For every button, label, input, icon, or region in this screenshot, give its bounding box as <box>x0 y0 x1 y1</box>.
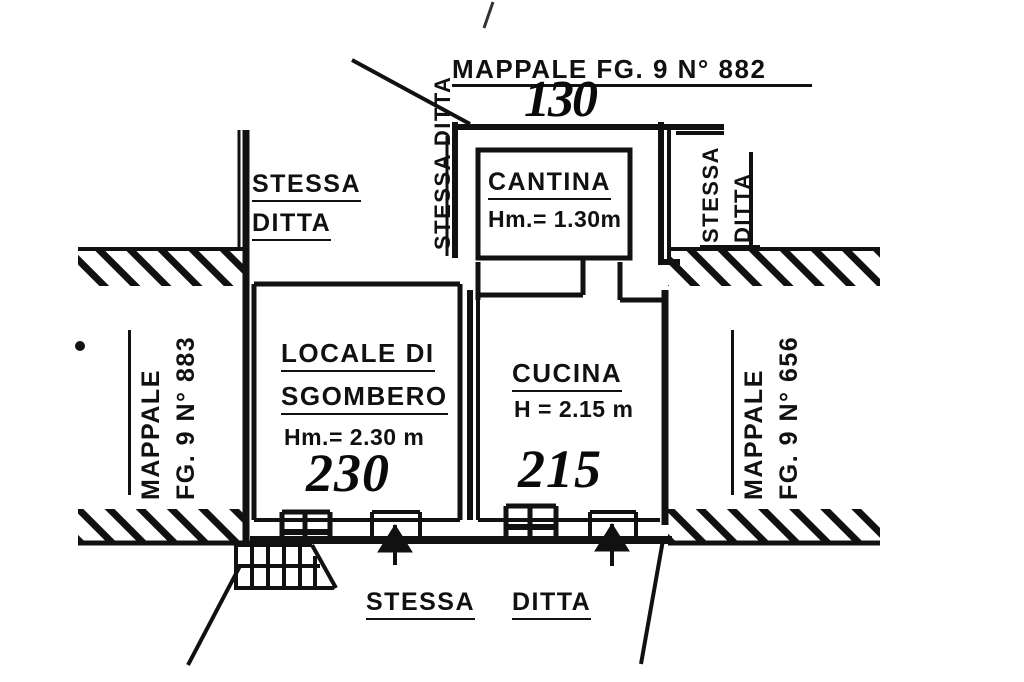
parcel-label-right-line2: FG. 9 N° 656 <box>775 335 803 500</box>
room-label-sgombero-line1: LOCALE DI <box>281 338 435 372</box>
room-height-cantina: Hm.= 1.30m <box>488 206 622 232</box>
room-label-cucina: CUCINA <box>512 358 623 392</box>
hatch-left-upper <box>78 247 248 286</box>
stessa-ditta-top-right-line2: DITTA <box>730 172 755 243</box>
handwritten-height-sgombero: 230 <box>306 443 390 503</box>
stessa-ditta-top-right-line1: STESSA <box>698 145 723 243</box>
parcel-label-right-line1: MAPPALE <box>740 369 768 500</box>
bottom-openings <box>279 503 638 566</box>
parcel-label-right-underline <box>731 330 734 495</box>
room-height-cucina: H = 2.15 m <box>514 396 634 422</box>
pen-dot <box>75 341 85 351</box>
parcel-label-top-underline <box>452 84 812 87</box>
parcel-label-left-underline <box>128 330 131 495</box>
hatch-right-upper <box>668 247 880 286</box>
leader-line-stairs <box>186 565 242 666</box>
structural-walls <box>237 122 760 544</box>
room-label-sgombero-line2: SGOMBERO <box>281 381 448 415</box>
stessa-ditta-top-left-line1: STESSA <box>252 170 362 202</box>
leader-line-bottom-right <box>639 539 665 665</box>
room-label-cantina: CANTINA <box>488 168 611 200</box>
stessa-ditta-middle: STESSA DITTA <box>430 75 455 250</box>
stessa-ditta-bottom-line2: DITTA <box>512 588 592 620</box>
stessa-ditta-top-left-line2: DITTA <box>252 209 332 241</box>
parcel-label-top: MAPPALE FG. 9 N° 882 <box>452 54 767 84</box>
leader-line-top-left <box>351 58 471 126</box>
stray-pen-mark <box>482 1 495 29</box>
handwritten-height-cantina: 130 <box>524 71 598 128</box>
parcel-label-left-line2: FG. 9 N° 883 <box>172 335 200 500</box>
hatch-left-lower <box>78 509 250 546</box>
room-height-sgombero: Hm.= 2.30 m <box>284 424 425 450</box>
parcel-label-left-line1: MAPPALE <box>137 369 165 500</box>
staircase <box>186 543 338 666</box>
handwritten-height-cucina: 215 <box>518 439 602 499</box>
hatch-right-lower <box>668 509 880 546</box>
stessa-ditta-bottom-line1: STESSA <box>366 588 476 620</box>
